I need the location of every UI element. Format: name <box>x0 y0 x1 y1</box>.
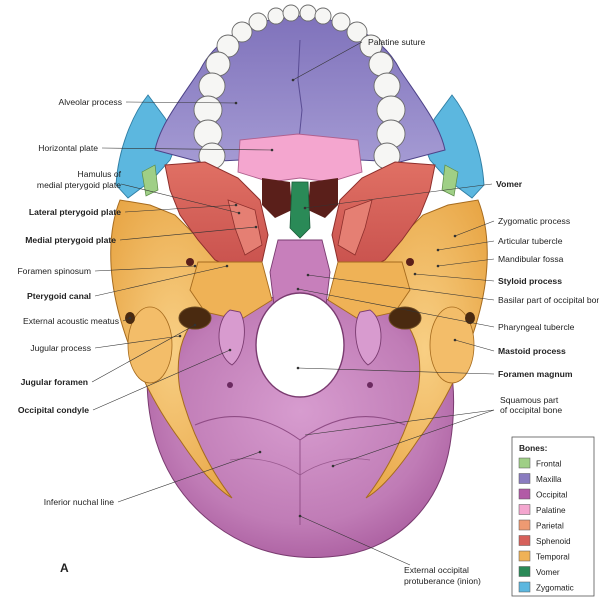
occipital-condyle-right <box>355 309 382 366</box>
label-occipital-condyle: Occipital condyle <box>18 405 89 415</box>
legend-label-maxilla: Maxilla <box>536 475 562 484</box>
legend-swatch-occipital <box>518 488 531 500</box>
label-foramen-spinosum: Foramen spinosum <box>17 266 91 276</box>
label-pterygoid-canal: Pterygoid canal <box>27 291 91 301</box>
label-mandibular-fossa: Mandibular fossa <box>498 254 564 264</box>
label-styloid-process: Styloid process <box>498 276 562 286</box>
legend-label-vomer: Vomer <box>536 568 560 577</box>
frontal-bone-left <box>141 164 159 197</box>
ear-meatus-right <box>465 312 475 324</box>
zygomatic-bone-left <box>115 94 179 199</box>
label-vomer: Vomer <box>496 179 523 189</box>
legend-title: Bones: <box>519 443 547 453</box>
legend-swatch-parietal <box>518 519 531 531</box>
legend-swatch-palatine <box>518 504 531 515</box>
legend-label-temporal: Temporal <box>536 553 570 562</box>
label-zygomatic-process: Zygomatic process <box>498 216 570 226</box>
label-squamous-line2: of occipital bone <box>500 405 562 415</box>
legend-label-occipital: Occipital <box>536 491 568 500</box>
legend-swatch-zygomatic <box>518 581 531 593</box>
legend-swatch-vomer <box>518 566 531 577</box>
label-mastoid-process: Mastoid process <box>498 346 566 356</box>
legend-swatch-maxilla <box>518 473 531 484</box>
bones-legend: Bones: FrontalMaxillaOccipitalPalatinePa… <box>511 436 595 597</box>
label-lateral-pterygoid: Lateral pterygoid plate <box>29 207 121 217</box>
label-medial-pterygoid: Medial pterygoid plate <box>25 235 116 245</box>
choana-right <box>308 178 338 218</box>
label-foramen-magnum: Foramen magnum <box>498 369 573 379</box>
choana-left <box>262 178 292 218</box>
legend-label-zygomatic: Zygomatic <box>536 584 574 593</box>
label-alveolar-process: Alveolar process <box>58 97 122 107</box>
palatine-bone <box>237 133 363 183</box>
legend-label-frontal: Frontal <box>536 460 562 469</box>
legend-swatch-temporal <box>518 550 531 562</box>
label-hamulus-line2: medial pterygoid plate <box>37 180 121 190</box>
label-basilar-part: Basilar part of occipital bone <box>498 295 599 305</box>
label-palatine-suture: Palatine suture <box>368 37 426 47</box>
vomer-bone <box>289 181 311 239</box>
label-horizontal-plate: Horizontal plate <box>38 143 98 153</box>
legend-label-parietal: Parietal <box>536 522 564 531</box>
pterygoid-plate-right <box>337 199 373 256</box>
label-pharyngeal-tubercle: Pharyngeal tubercle <box>498 322 575 332</box>
legend-swatch-sphenoid <box>518 535 531 546</box>
legend-swatch-frontal <box>518 457 531 469</box>
label-jugular-process: Jugular process <box>30 343 91 353</box>
foramen-right <box>388 306 422 330</box>
pterygoid-plate-left <box>227 199 263 256</box>
label-hamulus-line1: Hamulus of <box>78 169 122 179</box>
occipital-condyle-left <box>218 309 245 366</box>
label-ext-occ-line1: External occipital <box>404 565 469 575</box>
label-articular-tubercle: Articular tubercle <box>498 236 563 246</box>
mastoid-right <box>429 306 475 384</box>
label-external-acoustic: External acoustic meatus <box>23 316 119 326</box>
foramen-magnum-shape <box>255 292 345 398</box>
mastoid-left <box>127 306 173 384</box>
foramen-left <box>178 306 212 330</box>
label-ext-occ-line2: protuberance (inion) <box>404 576 481 586</box>
legend-label-sphenoid: Sphenoid <box>536 537 571 546</box>
legend-label-palatine: Palatine <box>536 506 566 515</box>
frontal-bone-right <box>441 164 459 197</box>
label-inferior-nuchal: Inferior nuchal line <box>44 497 114 507</box>
figure-letter: A <box>60 561 69 575</box>
leader-lines <box>91 41 495 566</box>
label-jugular-foramen: Jugular foramen <box>21 377 88 387</box>
zygomatic-bone-right <box>421 94 485 199</box>
label-squamous-line1: Squamous part <box>500 395 559 405</box>
